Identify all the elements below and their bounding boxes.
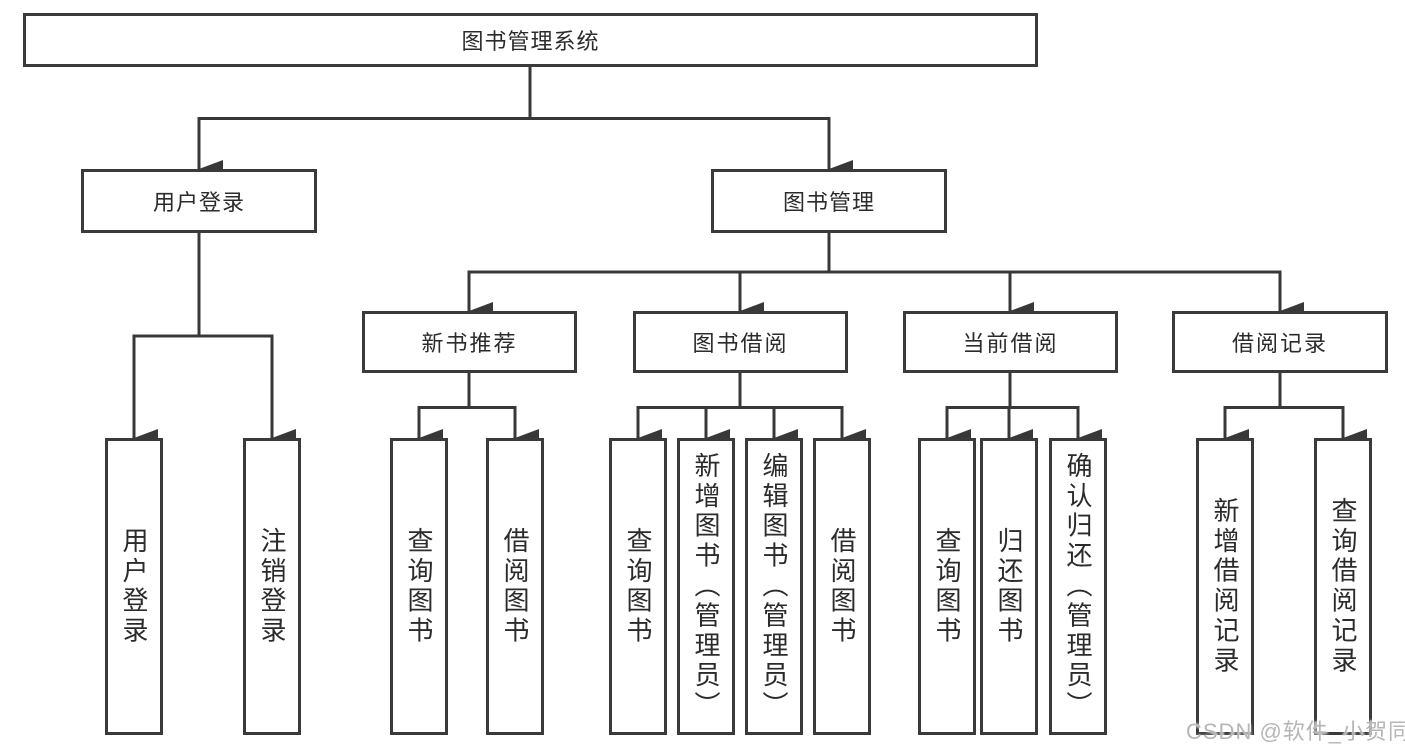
leaf-br-query-record-label: 查询借阅记录 xyxy=(1328,496,1358,677)
leaf-logout: 注销登录 xyxy=(243,438,301,735)
leaf-bb-query-books: 查询图书 xyxy=(609,438,667,735)
leaf-cb-return-books-label: 归还图书 xyxy=(994,526,1024,647)
leaf-cb-confirm-return-admin-label: 确认归还（管理员） xyxy=(1063,451,1093,722)
leaf-bb-edit-books-admin-label: 编辑图书（管理员） xyxy=(759,451,789,722)
leaf-bb-query-books-label: 查询图书 xyxy=(623,526,653,647)
leaf-br-query-record: 查询借阅记录 xyxy=(1314,438,1372,735)
leaf-logout-label: 注销登录 xyxy=(257,526,287,647)
leaf-user-login-label: 用户登录 xyxy=(119,526,149,647)
node-root: 图书管理系统 xyxy=(23,13,1038,67)
leaf-user-login: 用户登录 xyxy=(105,438,163,735)
leaf-nb-borrow-books-label: 借阅图书 xyxy=(500,526,530,647)
leaf-bb-borrow-books-label: 借阅图书 xyxy=(827,526,857,647)
node-book-borrow: 图书借阅 xyxy=(633,311,848,373)
node-current-borrow: 当前借阅 xyxy=(903,311,1118,373)
leaf-nb-borrow-books: 借阅图书 xyxy=(486,438,544,735)
leaf-cb-confirm-return-admin: 确认归还（管理员） xyxy=(1049,438,1107,735)
node-user-login: 用户登录 xyxy=(81,169,317,233)
leaf-bb-borrow-books: 借阅图书 xyxy=(813,438,871,735)
node-borrow-records: 借阅记录 xyxy=(1172,311,1388,373)
leaf-bb-add-books-admin-label: 新增图书（管理员） xyxy=(691,451,721,722)
leaf-cb-query-books-label: 查询图书 xyxy=(932,526,962,647)
node-new-book-rec: 新书推荐 xyxy=(362,311,577,373)
csdn-watermark: CSDN @软件_小贺同学 xyxy=(1186,719,1405,744)
leaf-cb-query-books: 查询图书 xyxy=(918,438,976,735)
node-book-mgmt: 图书管理 xyxy=(711,169,947,233)
leaf-nb-query-books: 查询图书 xyxy=(390,438,448,735)
leaf-br-add-record-label: 新增借阅记录 xyxy=(1210,496,1240,677)
leaf-br-add-record: 新增借阅记录 xyxy=(1196,438,1254,735)
leaf-bb-edit-books-admin: 编辑图书（管理员） xyxy=(745,438,803,735)
leaf-bb-add-books-admin: 新增图书（管理员） xyxy=(677,438,735,735)
leaf-cb-return-books: 归还图书 xyxy=(980,438,1038,735)
leaf-nb-query-books-label: 查询图书 xyxy=(404,526,434,647)
